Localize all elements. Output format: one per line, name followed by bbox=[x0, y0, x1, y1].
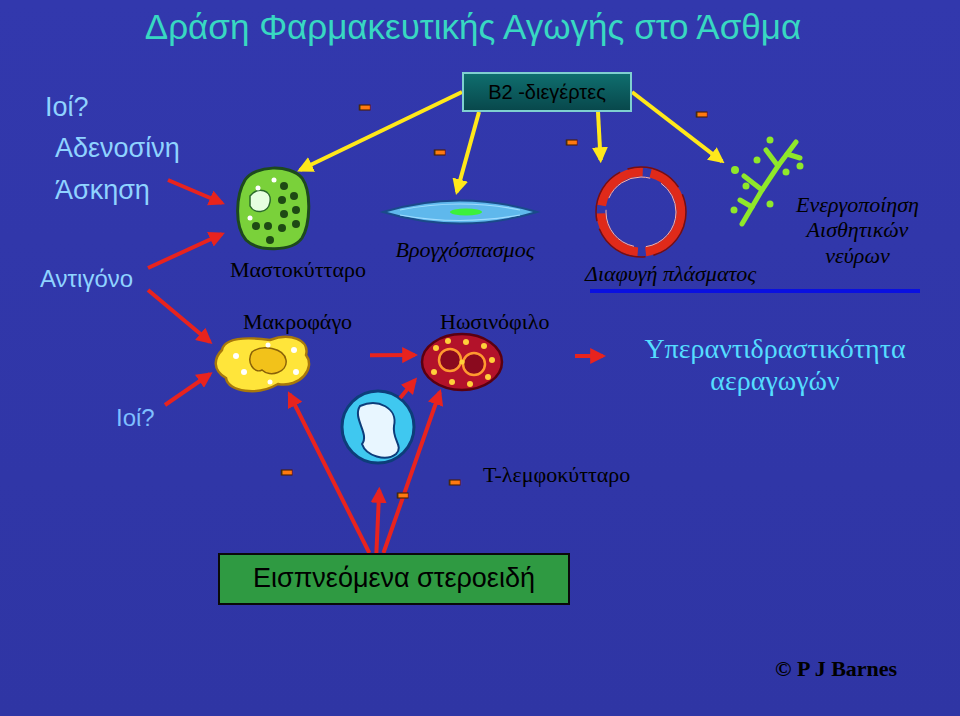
copyright-note: © P J Barnes bbox=[775, 656, 897, 681]
trigger-label: Άσκηση bbox=[55, 175, 150, 206]
divider-line bbox=[590, 289, 920, 293]
inhibition-sign: - bbox=[280, 446, 294, 494]
mast-cell bbox=[238, 168, 309, 249]
diagram-title: Δράση Φαρμακευτικής Αγωγής στο Άσθμα bbox=[0, 7, 946, 47]
node-label: Ηωσινόφιλο bbox=[440, 309, 549, 334]
node-label: Μακροφάγο bbox=[243, 309, 352, 334]
sensory-nerve bbox=[731, 137, 804, 225]
effect-node: Ενεργοποίηση Αισθητικών νεύρων bbox=[722, 140, 938, 282]
inhibition-sign: - bbox=[565, 116, 579, 164]
arrow-connector bbox=[370, 353, 415, 357]
inhibition-sign: - bbox=[358, 81, 372, 129]
smooth-muscle-cell bbox=[383, 201, 537, 224]
node-label: Διαφυγή πλάσματος bbox=[585, 261, 756, 286]
trigger-label: Αδενοσίνη bbox=[55, 133, 180, 164]
outcome-label: Υπεραντιδραστικότητα αεραγωγών bbox=[610, 333, 940, 397]
macrophage-cell bbox=[216, 337, 309, 391]
blood-vessel bbox=[596, 167, 686, 257]
arrow-connector bbox=[376, 490, 379, 553]
arrow-connector bbox=[289, 394, 369, 553]
node-label: Εισπνεόμενα στεροειδή bbox=[253, 563, 535, 594]
mast-cell-node: Μαστοκύτταρο bbox=[228, 170, 388, 285]
arrow-connector bbox=[598, 112, 601, 160]
arrow-connector bbox=[400, 380, 415, 398]
trigger-label: Ιοί? bbox=[116, 404, 155, 432]
effect-node: Βρογχόσπασμος bbox=[370, 192, 563, 265]
arrow-connector bbox=[383, 392, 439, 553]
eosinophil-cell bbox=[422, 334, 502, 390]
drug-box: B2 -διεγέρτες bbox=[462, 72, 632, 112]
node-label: B2 -διεγέρτες bbox=[488, 81, 606, 104]
node-label: Μαστοκύτταρο bbox=[230, 257, 366, 282]
cell-node: Τ-λεμφοκύτταρο bbox=[338, 398, 655, 490]
trigger-arrows bbox=[148, 180, 603, 405]
cell-node: Ηωσινόφιλο bbox=[415, 308, 570, 392]
cell-node: Μακροφάγο bbox=[215, 308, 370, 394]
effect-node: Διαφυγή πλάσματος bbox=[585, 160, 780, 289]
inhibition-sign: - bbox=[448, 456, 462, 504]
inhibition-sign: - bbox=[433, 126, 447, 174]
node-label: Τ-λεμφοκύτταρο bbox=[483, 462, 630, 487]
inhibition-sign: - bbox=[695, 88, 709, 136]
node-label: Βρογχόσπασμος bbox=[370, 237, 560, 262]
trigger-label: Αντιγόνο bbox=[40, 265, 133, 293]
node-label: Ενεργοποίηση Αισθητικών νεύρων bbox=[780, 192, 935, 268]
inhibition-sign: - bbox=[396, 469, 410, 517]
arrow-connector bbox=[457, 112, 479, 192]
t-lymphocyte-cell bbox=[342, 391, 414, 463]
trigger-label: Ιοί? bbox=[45, 92, 89, 123]
drug-box: Εισπνεόμενα στεροειδή bbox=[218, 553, 570, 605]
